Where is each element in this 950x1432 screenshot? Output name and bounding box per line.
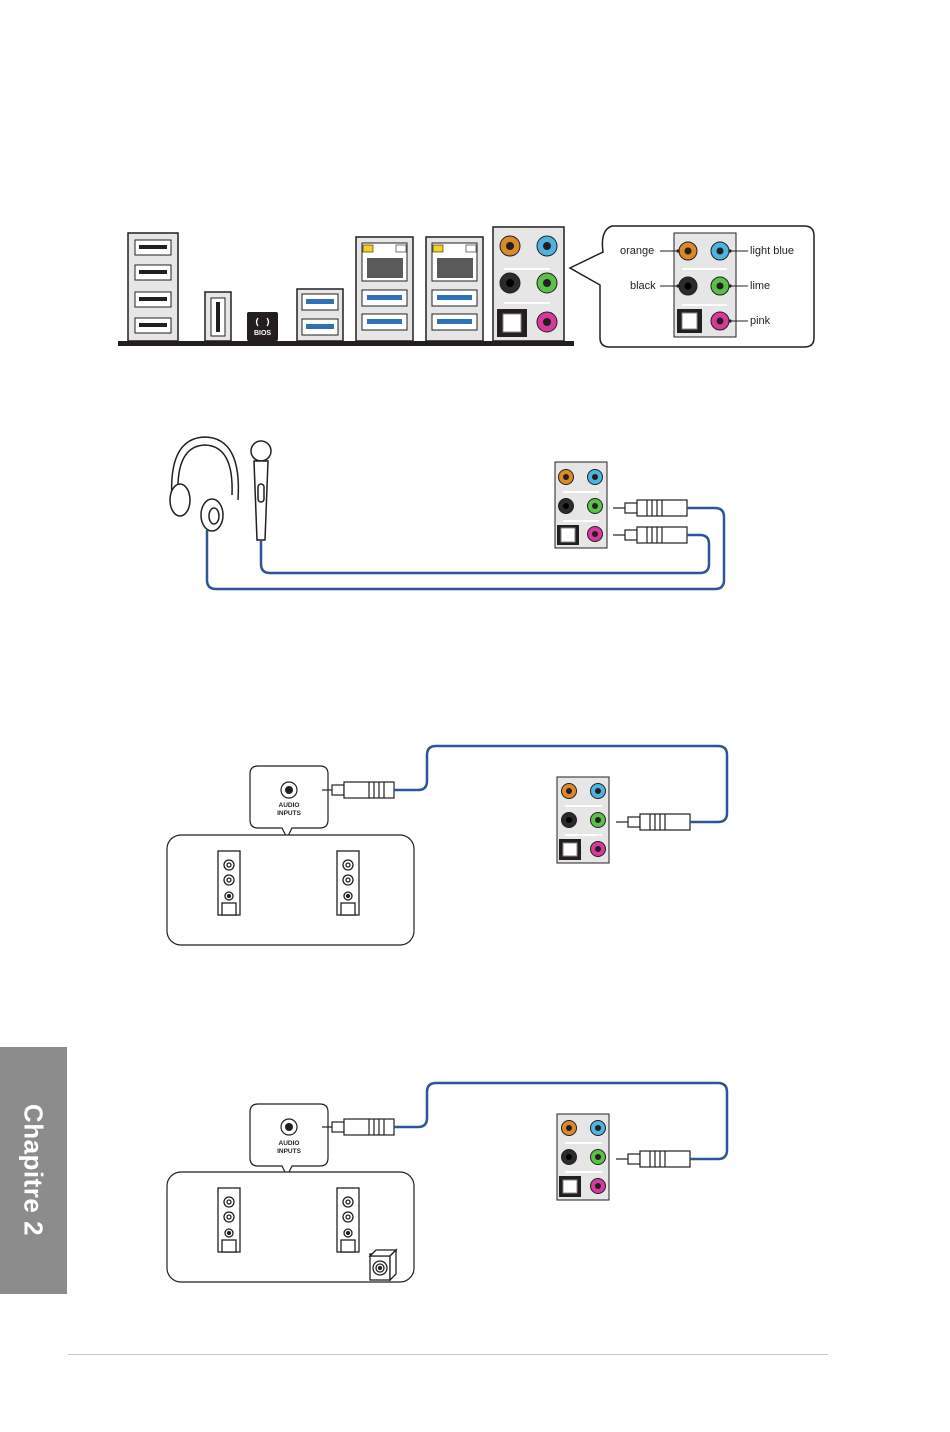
audio-plug-lime-3 — [616, 1151, 690, 1167]
audio-inputs-line1: AUDIO — [264, 802, 314, 810]
legend-light-blue-label: light blue — [750, 245, 794, 257]
audio-plug-lime — [613, 500, 687, 516]
lan-usb3-block-1 — [356, 237, 413, 341]
audio-plug-pink — [613, 527, 687, 543]
lan-usb3-block-2 — [426, 237, 483, 341]
audio-plug-speaker-input — [322, 1119, 394, 1135]
speakers-21ch-diagram — [0, 1075, 950, 1290]
audio-jack-panel-4 — [557, 1114, 609, 1200]
usb-port-stack — [128, 233, 178, 341]
audio-plug-lime-2 — [616, 814, 690, 830]
audio-inputs-line1: AUDIO — [264, 1140, 314, 1148]
microphone-icon — [251, 441, 271, 540]
headphone-cable — [207, 508, 724, 589]
legend-lime-label: lime — [750, 280, 770, 292]
speakers-2ch-diagram — [0, 740, 950, 955]
audio-jack-panel-2 — [555, 462, 607, 548]
speaker-left-icon — [218, 851, 240, 915]
audio-inputs-line2: INPUTS — [264, 810, 314, 818]
chapter-label: Chapitre 2 — [18, 1104, 49, 1236]
bios-button-label: BIOS — [250, 330, 275, 338]
usb3-port-pair — [297, 289, 343, 341]
legend-pink-label: pink — [750, 315, 770, 327]
speaker-left-icon — [218, 1188, 240, 1252]
speaker-right-icon — [337, 851, 359, 915]
rear-io-panel-diagram — [0, 0, 950, 360]
speaker-right-icon — [337, 1188, 359, 1252]
audio-inputs-label-2ch: AUDIO INPUTS — [264, 802, 314, 818]
chapter-tab: Chapitre 2 — [0, 1047, 67, 1294]
audio-plug-speaker-input — [322, 782, 394, 798]
headphone-mic-diagram — [0, 420, 950, 610]
audio-jack-panel-3 — [557, 777, 609, 863]
audio-inputs-label-21ch: AUDIO INPUTS — [264, 1140, 314, 1156]
audio-inputs-line2: INPUTS — [264, 1148, 314, 1156]
legend-orange-label: orange — [620, 245, 654, 257]
usb-flashback-port — [205, 292, 231, 341]
audio-jack-panel — [493, 227, 564, 341]
subwoofer-icon — [370, 1250, 396, 1280]
footer-divider — [68, 1354, 828, 1355]
legend-black-label: black — [630, 280, 656, 292]
headphone-icon — [170, 437, 238, 531]
